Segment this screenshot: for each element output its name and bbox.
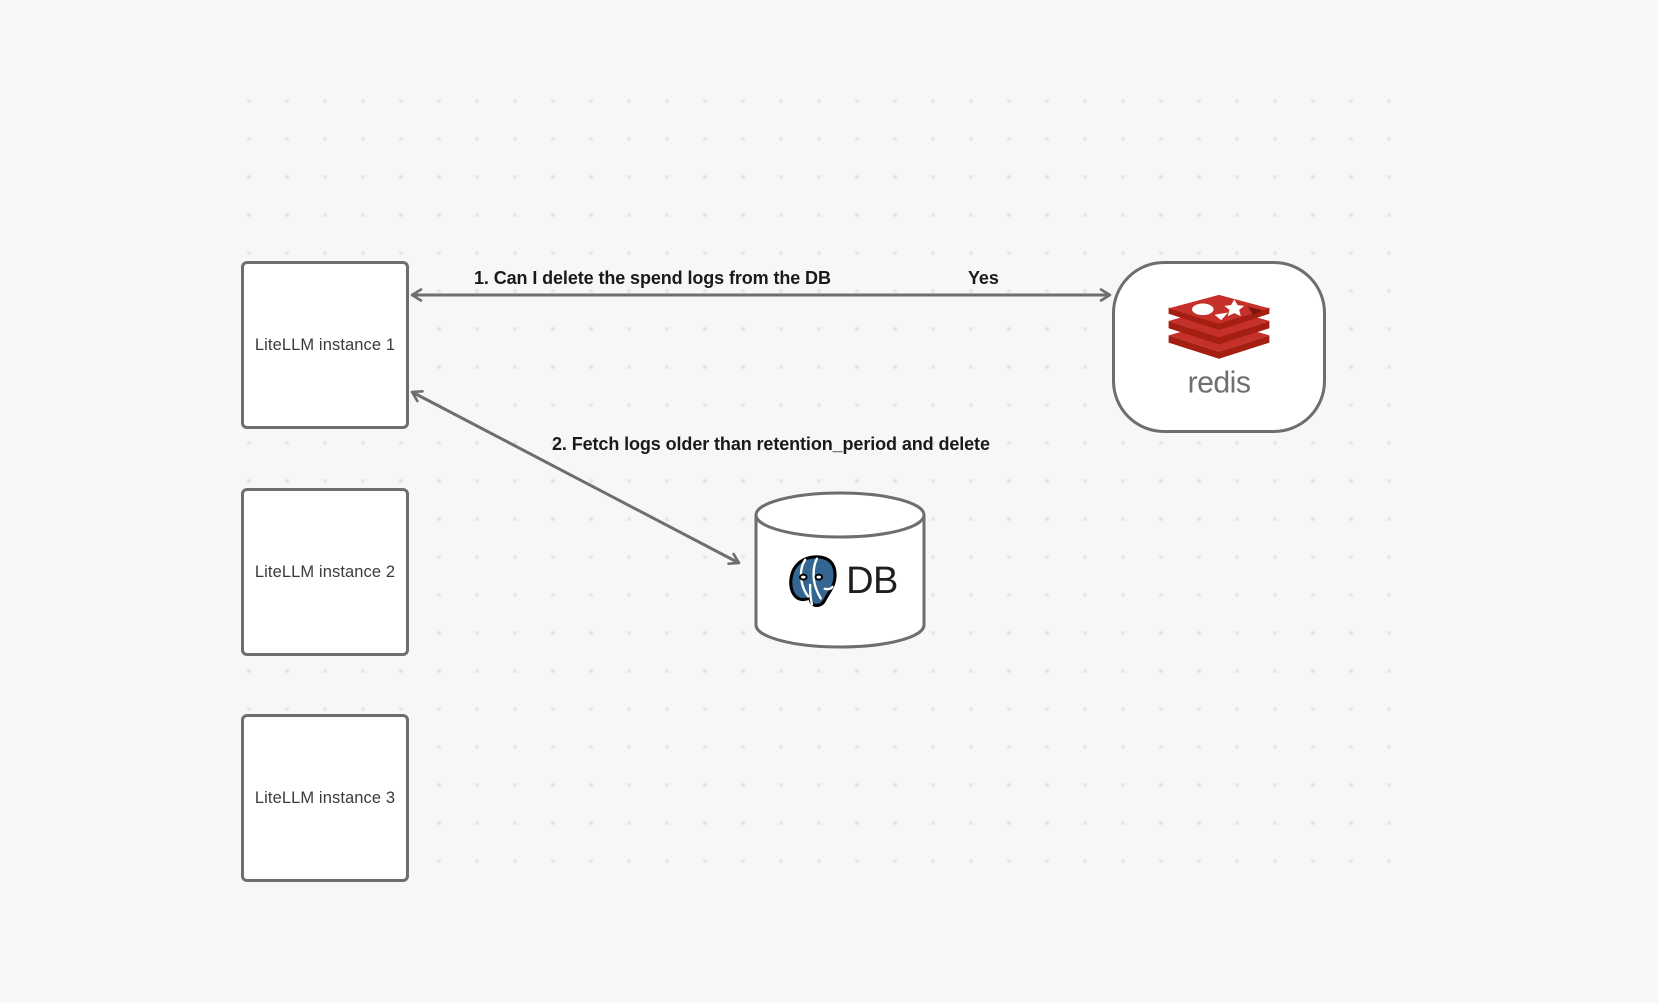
node-redis[interactable]: redis <box>1112 261 1326 433</box>
node-litellm-instance-1[interactable]: LiteLLM instance 1 <box>241 261 409 429</box>
node-label: LiteLLM instance 3 <box>254 788 396 807</box>
node-label: LiteLLM instance 2 <box>254 562 396 581</box>
edge-label-step-2: 2. Fetch logs older than retention_perio… <box>552 434 990 454</box>
cylinder-shape <box>754 491 926 649</box>
node-litellm-instance-2[interactable]: LiteLLM instance 2 <box>241 488 409 656</box>
database-logo-group: DB <box>753 490 927 650</box>
node-label: LiteLLM instance 1 <box>254 335 396 354</box>
edge-label-step-1: 1. Can I delete the spend logs from the … <box>474 268 831 288</box>
node-litellm-instance-3[interactable]: LiteLLM instance 3 <box>241 714 409 882</box>
redis-wordmark: redis <box>1188 367 1252 400</box>
node-database[interactable]: DB <box>753 490 927 650</box>
redis-logo: redis <box>1165 294 1273 401</box>
svg-text:redis: redis <box>1188 367 1251 400</box>
edge-label-yes: Yes <box>968 268 999 288</box>
database-label: DB <box>846 560 898 602</box>
edge-litellm1-database <box>410 389 741 566</box>
postgresql-elephant-icon <box>789 555 837 607</box>
redis-cube-icon <box>1168 294 1270 359</box>
